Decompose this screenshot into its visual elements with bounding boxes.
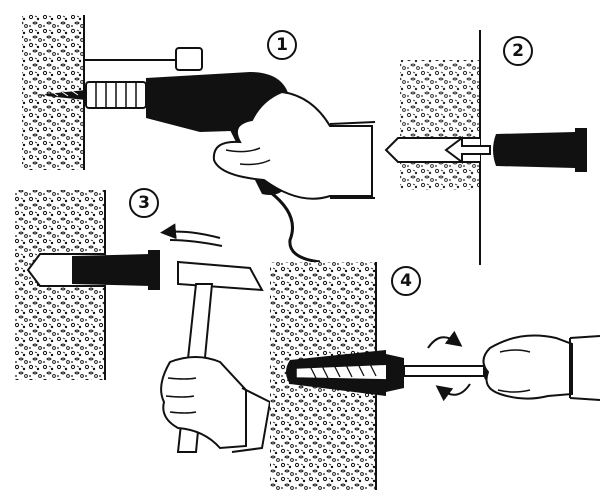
step-2-badge: 2 (503, 36, 533, 66)
sleeve-1 (329, 121, 376, 199)
anchor-plug-3 (72, 254, 150, 286)
hand-1 (212, 90, 373, 200)
sleeve-3 (231, 387, 272, 453)
hand-3 (160, 356, 247, 450)
hammer-direction-arrow (160, 223, 221, 240)
step-4-badge: 4 (391, 266, 421, 296)
hand-4 (482, 334, 573, 400)
sleeve-4 (569, 335, 601, 401)
screwdriver-shaft (403, 365, 485, 377)
anchor-plug-2 (493, 132, 575, 168)
step-3-badge: 3 (129, 188, 159, 218)
panel-4-screwing (270, 262, 601, 490)
panel-3-hammering (15, 190, 272, 453)
rotation-arrow-top (427, 330, 463, 349)
panel-1-drilling (22, 15, 376, 264)
rotation-arrow-bottom (435, 383, 471, 402)
insert-arrow (444, 136, 491, 164)
hammer-head (177, 260, 264, 292)
drill-cable (269, 190, 321, 264)
panel-2-insert (384, 30, 587, 265)
step-1-badge: 1 (267, 30, 297, 60)
wall-2 (400, 60, 480, 190)
